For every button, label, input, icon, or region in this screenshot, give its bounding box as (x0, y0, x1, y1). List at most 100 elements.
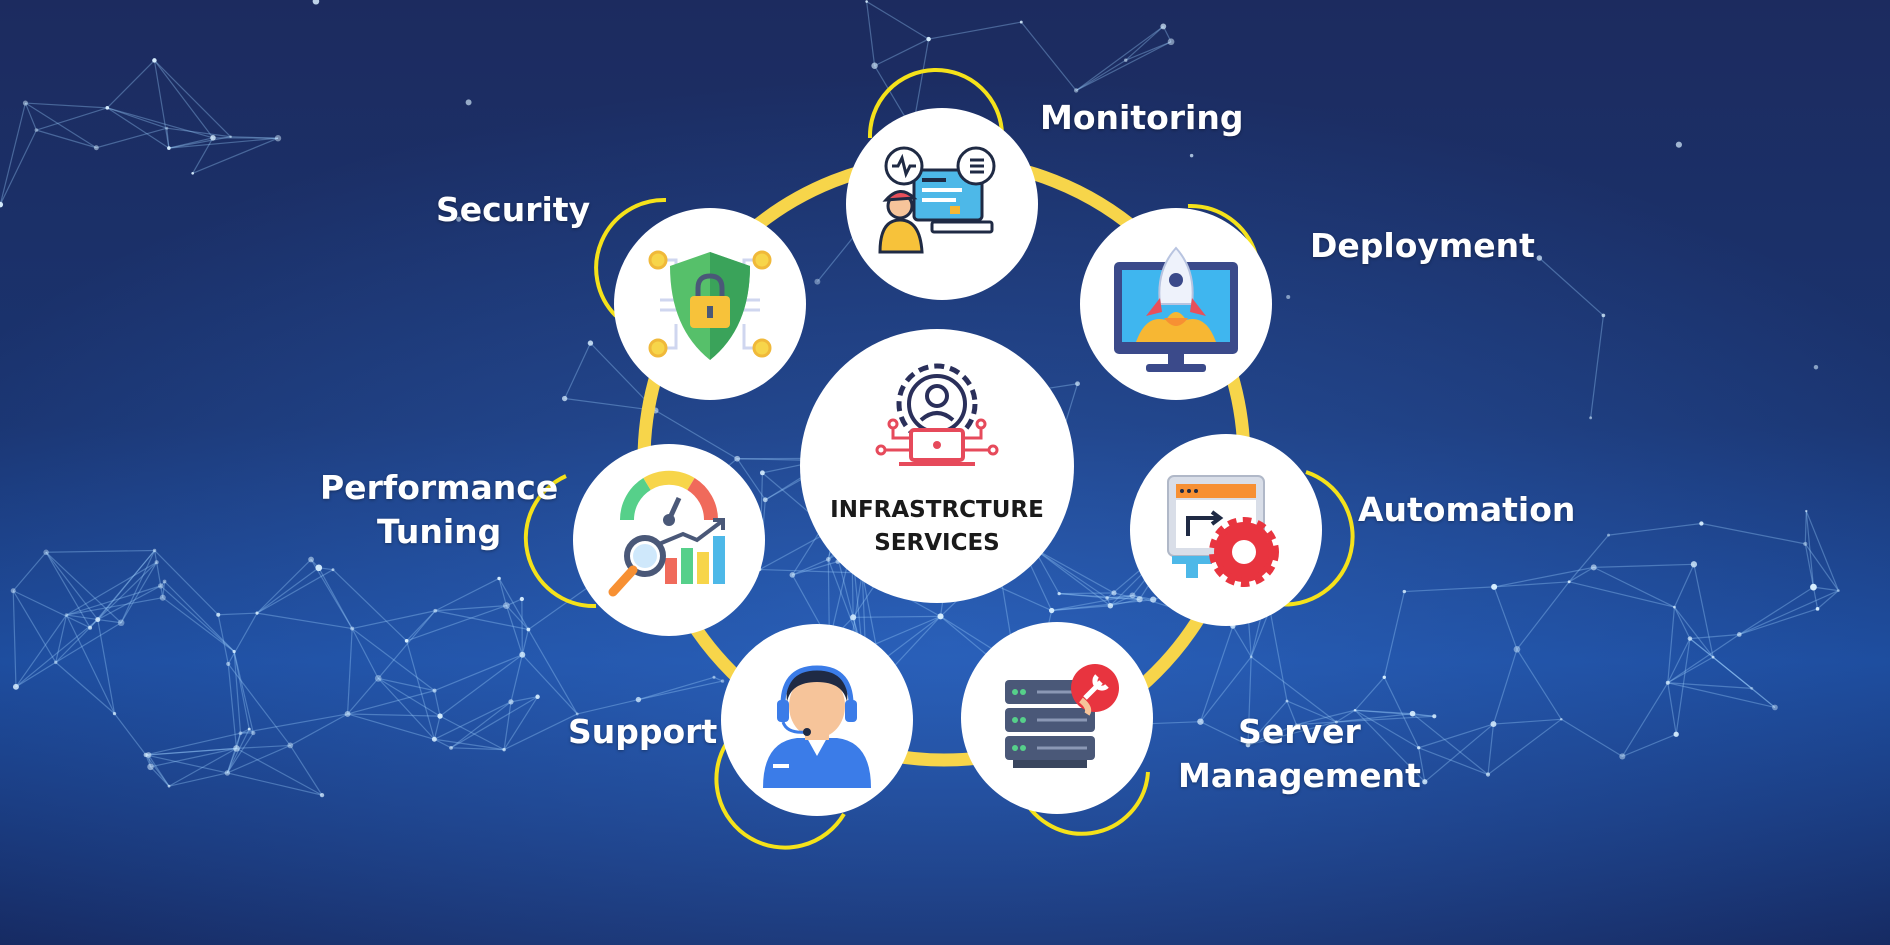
mesh-dot (167, 146, 171, 150)
mesh-line (1354, 709, 1419, 749)
mesh-dot (1048, 607, 1055, 614)
mesh-line (1590, 315, 1604, 418)
mesh-line (564, 342, 591, 399)
mesh-line (289, 745, 323, 796)
mesh-dot (1690, 561, 1698, 568)
mesh-dot (456, 216, 462, 222)
mesh-dot (308, 556, 314, 563)
mesh-line (233, 651, 242, 734)
mesh-line (1051, 594, 1133, 612)
mesh-dot (1536, 255, 1543, 261)
mesh-line (1516, 581, 1570, 650)
mesh-dot (926, 36, 931, 42)
label-security: Security (436, 190, 591, 229)
mesh-line (451, 747, 505, 751)
mesh-line (1250, 609, 1271, 658)
mesh-dot (1334, 720, 1338, 724)
mesh-line (107, 107, 168, 129)
mesh-line (156, 562, 162, 586)
mesh-line (55, 614, 68, 663)
mesh-line (1689, 633, 1740, 640)
mesh-line (227, 744, 291, 774)
mesh-dot (1619, 753, 1626, 760)
mesh-dot (34, 128, 39, 132)
mesh-dot (437, 713, 443, 719)
mesh-dot (720, 679, 725, 683)
mesh-line (527, 629, 578, 715)
mesh-line (352, 610, 436, 630)
mesh-line (168, 772, 228, 787)
mesh-line (12, 590, 91, 629)
mesh-dot (255, 611, 259, 615)
mesh-line (564, 397, 656, 412)
mesh-line (227, 663, 238, 749)
mesh-line (759, 530, 832, 571)
node-security (614, 208, 806, 400)
mesh-line (1739, 590, 1839, 636)
mesh-line (1712, 656, 1753, 689)
mesh-dot (865, 0, 868, 3)
mesh-line (435, 610, 529, 631)
mesh-line (655, 409, 738, 460)
mesh-line (1568, 566, 1595, 583)
mesh-dot (1285, 699, 1289, 703)
mesh-dot (449, 745, 453, 750)
mesh-line (25, 102, 108, 109)
mesh-line (406, 640, 435, 740)
mesh-dot (1160, 23, 1167, 30)
mesh-line (256, 559, 312, 614)
node-server-management (961, 622, 1153, 814)
mesh-line (1051, 599, 1154, 612)
mesh-dot (319, 792, 325, 798)
mesh-line (97, 619, 116, 714)
node-automation (1130, 434, 1322, 626)
mesh-line (150, 747, 237, 768)
mesh-dot (1189, 153, 1194, 158)
mesh-line (1805, 510, 1815, 588)
mesh-line (377, 610, 436, 679)
mesh-line (1033, 548, 1111, 607)
mesh-dot (508, 699, 514, 705)
mesh-dot (1675, 141, 1682, 148)
label-server-management: Server Management (1178, 712, 1421, 795)
mesh-dot (1687, 636, 1693, 641)
mesh-line (332, 569, 408, 642)
mesh-dot (191, 171, 195, 175)
mesh-line (12, 551, 47, 592)
mesh-dot (93, 145, 99, 151)
mesh-line (1075, 59, 1127, 91)
mesh-line (1125, 41, 1172, 61)
mesh-line (347, 713, 441, 717)
mesh-line (145, 747, 237, 756)
label-automation: Automation (1358, 490, 1576, 529)
mesh-line (1247, 724, 1297, 746)
mesh-dot (1353, 708, 1357, 712)
mesh-line (1568, 581, 1675, 608)
support-agent-icon (763, 665, 871, 788)
mesh-dot (1057, 591, 1061, 596)
mesh-dot (1810, 583, 1817, 591)
mesh-line (233, 651, 254, 734)
mesh-line (1608, 522, 1702, 536)
mesh-line (503, 713, 578, 751)
mesh-dot (226, 661, 231, 666)
node-support (721, 624, 913, 816)
mesh-line (150, 766, 170, 787)
mesh-dot (1805, 509, 1808, 513)
mesh-dot (251, 730, 256, 736)
mesh-line (1107, 597, 1140, 600)
mesh-dot (1107, 602, 1114, 609)
mesh-line (145, 732, 241, 756)
mesh-dot (1490, 721, 1497, 728)
mesh-line (1593, 563, 1694, 568)
mesh-line (1738, 586, 1814, 635)
mesh-line (510, 629, 529, 703)
mesh-line (45, 551, 91, 629)
mesh-dot (1105, 596, 1109, 600)
mesh-dot (238, 731, 243, 736)
mesh-line (792, 558, 829, 576)
mesh-line (736, 458, 766, 501)
mesh-dot (0, 201, 4, 208)
mesh-line (1110, 594, 1133, 607)
mesh-line (236, 747, 323, 796)
